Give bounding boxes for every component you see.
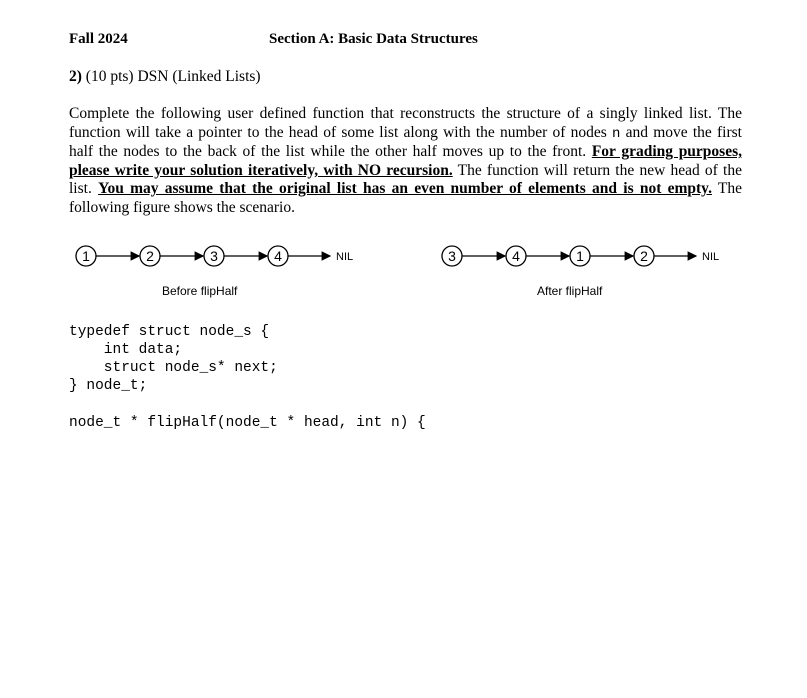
term-label: Fall 2024 [69,31,128,47]
list-node-label: 2 [146,248,154,264]
list-node-label: 3 [448,248,456,264]
after-caption: After flipHalf [537,284,603,298]
list-node-label: 2 [640,248,648,264]
list-node-label: 4 [274,248,282,264]
description-text-3: The function will return the new head of… [69,161,742,198]
nil-terminal-label: NIL [702,251,719,263]
code-line: int data; [103,342,183,358]
question-heading: 2) (10 pts) DSN (Linked Lists) [69,68,261,86]
section-title: Section A: Basic Data Structures [269,31,478,47]
description-text-4: The following figure shows the scenario. [69,180,742,216]
code-line: } node_t; [69,378,148,394]
question-description: Complete the following user defined func… [69,105,742,218]
struct-definition-code: typedef struct node_s { int data; struct… [69,323,278,395]
list-node-label: 3 [210,248,218,264]
question-points-topic: (10 pts) DSN (Linked Lists) [81,68,261,85]
description-text-1: Complete the following user defined func… [69,105,742,141]
question-number: 2) [69,68,82,85]
code-line: struct node_s* next; [103,360,278,376]
variable-n: n [612,125,621,142]
list-node-label: 1 [82,248,90,264]
function-signature: node_t * flipHalf(node_t * head, int n) … [69,415,426,431]
description-text-2: and move the first half the nodes to the… [69,123,742,161]
grading-requirement: For grading purposes, please write your … [69,143,742,179]
before-caption: Before flipHalf [162,284,238,298]
code-line: typedef struct node_s { [69,324,270,340]
linked-list-after-diagram: 3 4 1 2 NIL [441,245,719,267]
list-node-label: 1 [576,248,584,264]
assumption-note: You may assume that the original list ha… [98,180,712,198]
nil-terminal-label: NIL [336,251,353,263]
linked-list-before-diagram: 1 2 3 4 NIL [75,245,353,267]
list-node-label: 4 [512,248,520,264]
